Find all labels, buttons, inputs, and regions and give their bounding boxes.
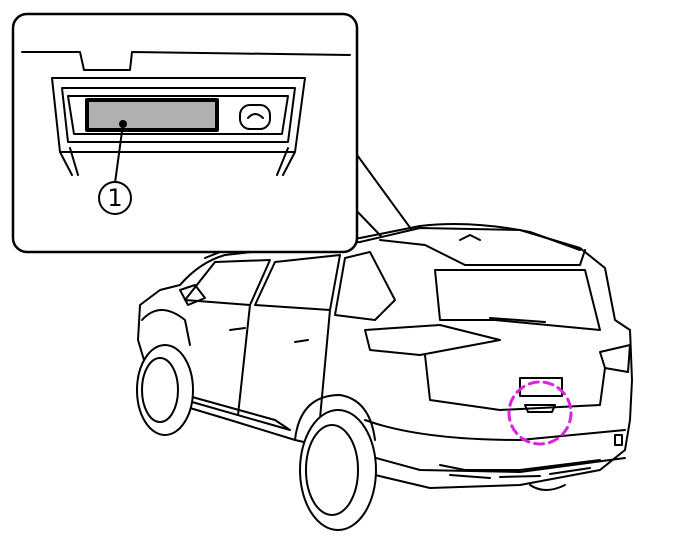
callout-number: 1 xyxy=(98,181,132,215)
front-wheel xyxy=(136,309,194,436)
rear-wheel-right xyxy=(529,484,566,491)
license-plate-lamp xyxy=(85,98,219,132)
location-highlight xyxy=(507,380,573,446)
detail-inset xyxy=(11,12,359,254)
rear-wheel xyxy=(294,394,377,531)
car-body xyxy=(137,223,633,489)
tailgate-switch xyxy=(239,104,271,130)
